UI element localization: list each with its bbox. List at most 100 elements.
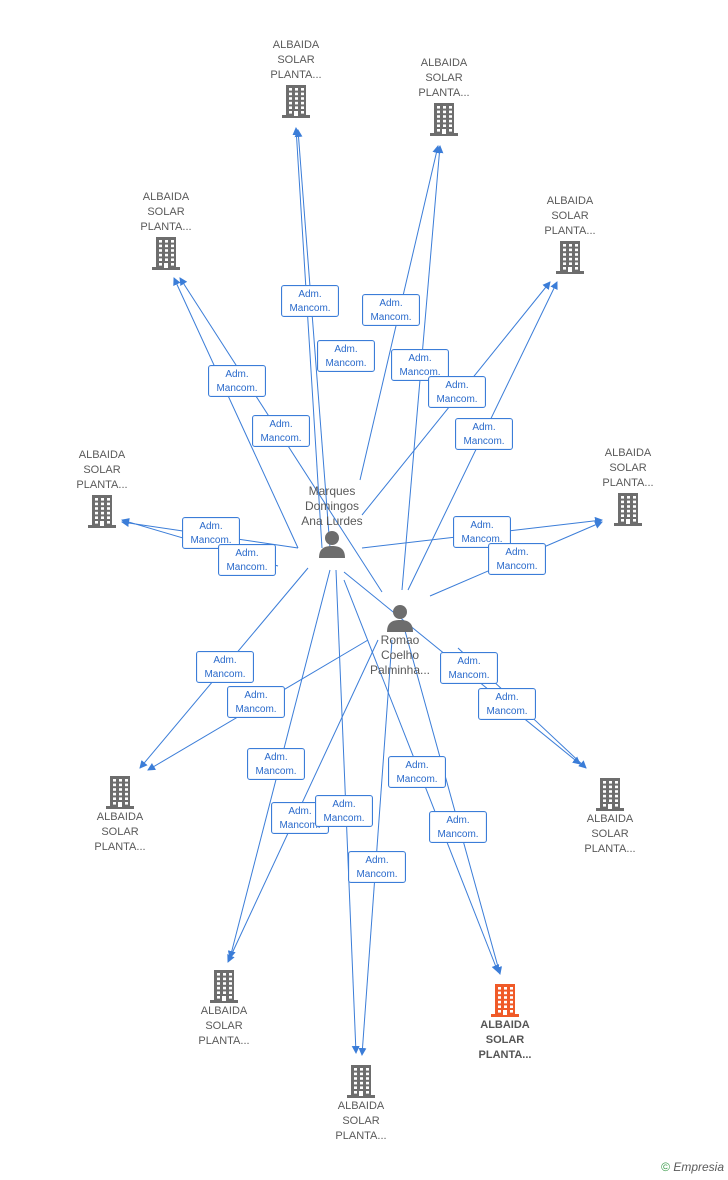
edge-label-1[interactable]: Adm.Mancom. <box>281 285 339 317</box>
edge-label-12[interactable]: Adm. Mancom. <box>488 543 546 575</box>
edge-label-17[interactable]: Adm.Mancom. <box>247 748 305 780</box>
edge-label-line-2: Mancom. <box>496 561 538 572</box>
edge-label-22[interactable]: Adm.Mancom. <box>429 811 487 843</box>
company-label-line: SOLAR <box>609 462 647 474</box>
company-label-line: PLANTA... <box>76 479 128 491</box>
edge-label-21[interactable]: Adm.Mancom. <box>388 756 446 788</box>
company-label-line: PLANTA... <box>140 221 192 233</box>
edge-label-16[interactable]: Adm. Mancom. <box>478 688 536 720</box>
edge-label-5[interactable]: Adm.Mancom. <box>428 376 486 408</box>
building-icon <box>399 101 489 137</box>
person-label-line: Domingos <box>304 499 360 513</box>
edge-label-11[interactable]: Adm.Mancom. <box>453 516 511 548</box>
edge-label-20[interactable]: Adm.Mancom. <box>348 851 406 883</box>
edge-label-7[interactable]: Adm. Mancom. <box>208 365 266 397</box>
edge-label-15[interactable]: Adm. Mancom. <box>440 652 498 684</box>
edge-label-10[interactable]: Adm.Mancom. <box>218 544 276 576</box>
company-label-line: ALBAIDA <box>272 39 320 51</box>
building-icon <box>316 1063 406 1099</box>
edge-label-2[interactable]: Adm.Mancom. <box>362 294 420 326</box>
edge-label-line-2: Mancom. <box>356 869 398 880</box>
company-label-line: ALBAIDA <box>546 195 594 207</box>
company-label-line: SOLAR <box>342 1115 380 1127</box>
company-label-line: ALBAIDA <box>142 191 190 203</box>
edge-line-7 <box>173 277 299 549</box>
edge-label-13[interactable]: Adm.Mancom. <box>196 651 254 683</box>
edge-label-line-1: Adm. <box>288 806 312 817</box>
footer: © Empresia <box>661 1160 724 1174</box>
edge-label-line-2: Mancom. <box>448 670 490 681</box>
company-label-line: PLANTA... <box>270 69 322 81</box>
edge-label-line-2: Mancom. <box>204 669 246 680</box>
building-icon <box>460 982 550 1018</box>
company-label-line: PLANTA... <box>94 841 146 853</box>
company-label-line: ALBAIDA <box>586 813 634 825</box>
edge-label-3[interactable]: Adm.Mancom. <box>317 340 375 372</box>
edge-label-6[interactable]: Adm.Mancom. <box>455 418 513 450</box>
building-icon <box>525 239 615 275</box>
edge-label-19[interactable]: Adm.Mancom. <box>315 795 373 827</box>
edge-label-line-1: Adm. <box>408 353 432 364</box>
edge-line-1 <box>292 127 323 549</box>
edge-label-line-2: Mancom. <box>486 706 528 717</box>
company-label-line: PLANTA... <box>544 225 596 237</box>
edge-label-line-1: Adm. <box>269 419 293 430</box>
edge-label-line-1: Adm. <box>244 690 268 701</box>
building-icon <box>583 491 673 527</box>
edge-line-2 <box>294 129 331 549</box>
edge-label-line-2: Mancom. <box>396 774 438 785</box>
person-icon <box>350 603 450 633</box>
person-label-line: Coelho <box>380 648 420 662</box>
edge-label-line-2: Mancom. <box>325 358 367 369</box>
edge-label-line-1: Adm. <box>225 369 249 380</box>
building-icon <box>75 774 165 810</box>
edge-line-20 <box>358 639 393 1056</box>
edge-label-8[interactable]: Adm.Mancom. <box>252 415 310 447</box>
edge-label-line-1: Adm. <box>495 692 519 703</box>
company-label-line: ALBAIDA <box>200 1005 248 1017</box>
edge-label-14[interactable]: Adm. Mancom. <box>227 686 285 718</box>
edge-label-line-1: Adm. <box>457 656 481 667</box>
edge-label-4[interactable]: Adm. Mancom. <box>391 349 449 381</box>
company-label-line: ALBAIDA <box>604 447 652 459</box>
person-label-line: Ana Lurdes <box>301 514 363 528</box>
company-label-line: ALBAIDA <box>480 1019 530 1031</box>
edge-label-line-2: Mancom. <box>463 436 505 447</box>
edge-label-line-2: Mancom. <box>255 766 297 777</box>
person-label-line: Palminha... <box>369 663 431 677</box>
person-icon <box>282 529 382 559</box>
company-label-line: PLANTA... <box>198 1035 250 1047</box>
edge-label-line-1: Adm. <box>199 521 223 532</box>
company-label-line: SOLAR <box>485 1034 525 1046</box>
person-label-line: Marques <box>308 484 356 498</box>
edge-label-9[interactable]: Adm. Mancom. <box>182 517 240 549</box>
company-label-line: ALBAIDA <box>337 1100 385 1112</box>
edge-label-line-2: Mancom. <box>399 367 441 378</box>
company-label-line: SOLAR <box>101 826 139 838</box>
brand-logo[interactable]: Empresia <box>673 1160 724 1174</box>
edge-label-line-2: Mancom. <box>279 820 321 831</box>
company-label-line: PLANTA... <box>418 87 470 99</box>
company-label-line: SOLAR <box>591 828 629 840</box>
edge-label-line-2: Mancom. <box>436 394 478 405</box>
edge-label-line-1: Adm. <box>505 547 529 558</box>
edge-label-line-2: Mancom. <box>190 535 232 546</box>
edge-label-line-2: Mancom. <box>216 383 258 394</box>
copyright-symbol: © <box>661 1160 670 1174</box>
edge-label-line-1: Adm. <box>446 815 470 826</box>
edge-label-line-2: Mancom. <box>235 704 277 715</box>
